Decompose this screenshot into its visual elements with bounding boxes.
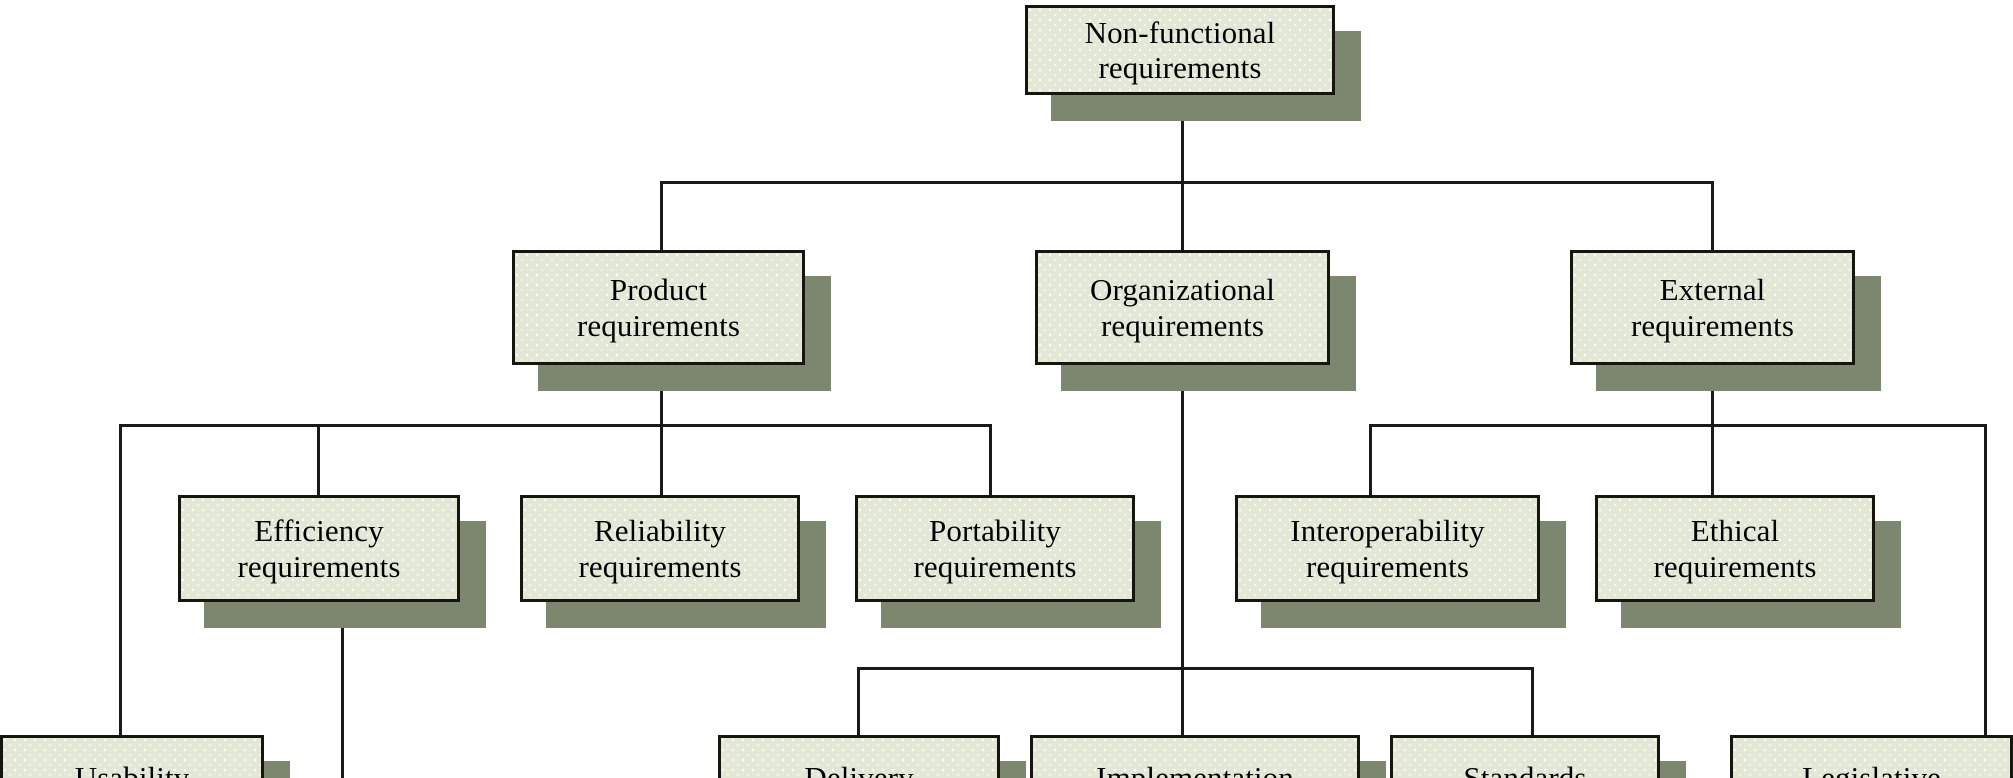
node-organizational-requirements[interactable]: Organizational requirements <box>1035 250 1330 365</box>
node-efficiency-requirements[interactable]: Efficiency requirements <box>178 495 460 602</box>
edge-to-implementation <box>1181 667 1184 738</box>
edge-root-stem <box>1181 95 1184 184</box>
edge-to-delivery <box>857 667 860 738</box>
edge-to-reliability <box>660 424 663 496</box>
node-interoperability-requirements[interactable]: Interoperability requirements <box>1235 495 1540 602</box>
edge-organizational-bus <box>857 667 1534 670</box>
node-legislative[interactable]: Legislative <box>1730 735 2013 778</box>
node-delivery[interactable]: Delivery <box>718 735 1000 778</box>
node-label: Ethical requirements <box>1653 513 1817 584</box>
edge-to-product <box>660 181 663 253</box>
node-external-requirements[interactable]: External requirements <box>1570 250 1855 365</box>
node-portability-requirements[interactable]: Portability requirements <box>855 495 1135 602</box>
edge-external-to-legislative <box>1984 424 1987 736</box>
node-label: Interoperability requirements <box>1290 513 1485 584</box>
edge-to-efficiency <box>317 424 320 496</box>
edge-to-interoperability <box>1369 424 1372 496</box>
node-label: Portability requirements <box>913 513 1077 584</box>
node-implementation[interactable]: Implementation <box>1030 735 1360 778</box>
node-label: Reliability requirements <box>578 513 742 584</box>
edge-to-ethical <box>1711 424 1714 496</box>
edge-to-portability <box>989 424 992 496</box>
edge-external-bus <box>1369 424 1986 427</box>
node-label: Usability <box>74 760 190 778</box>
node-label: Implementation <box>1096 760 1294 778</box>
edge-efficiency-stem <box>341 600 344 778</box>
edge-to-external <box>1711 181 1714 253</box>
node-label: Legislative <box>1802 760 1941 778</box>
node-label: Organizational requirements <box>1089 272 1276 343</box>
node-standards[interactable]: Standards <box>1390 735 1660 778</box>
node-label: Non-functional requirements <box>1084 14 1276 85</box>
node-usability[interactable]: Usability <box>0 735 264 778</box>
node-label: Product requirements <box>576 272 741 343</box>
node-ethical-requirements[interactable]: Ethical requirements <box>1595 495 1875 602</box>
node-product-requirements[interactable]: Product requirements <box>512 250 805 365</box>
edge-product-stem <box>660 365 663 427</box>
node-non-functional-requirements[interactable]: Non-functional requirements <box>1025 5 1335 95</box>
edge-to-standards <box>1531 667 1534 738</box>
edge-organizational-stem <box>1181 365 1184 668</box>
edge-product-bus <box>119 424 992 427</box>
node-reliability-requirements[interactable]: Reliability requirements <box>520 495 800 602</box>
edge-level1-bus <box>660 181 1714 184</box>
node-label: Standards <box>1463 760 1587 778</box>
node-label: Delivery <box>804 760 914 778</box>
edge-product-to-usability <box>119 424 122 736</box>
node-label: Efficiency requirements <box>237 513 401 584</box>
node-label: External requirements <box>1630 272 1795 343</box>
edge-to-organizational <box>1181 181 1184 253</box>
edge-external-stem <box>1711 365 1714 427</box>
